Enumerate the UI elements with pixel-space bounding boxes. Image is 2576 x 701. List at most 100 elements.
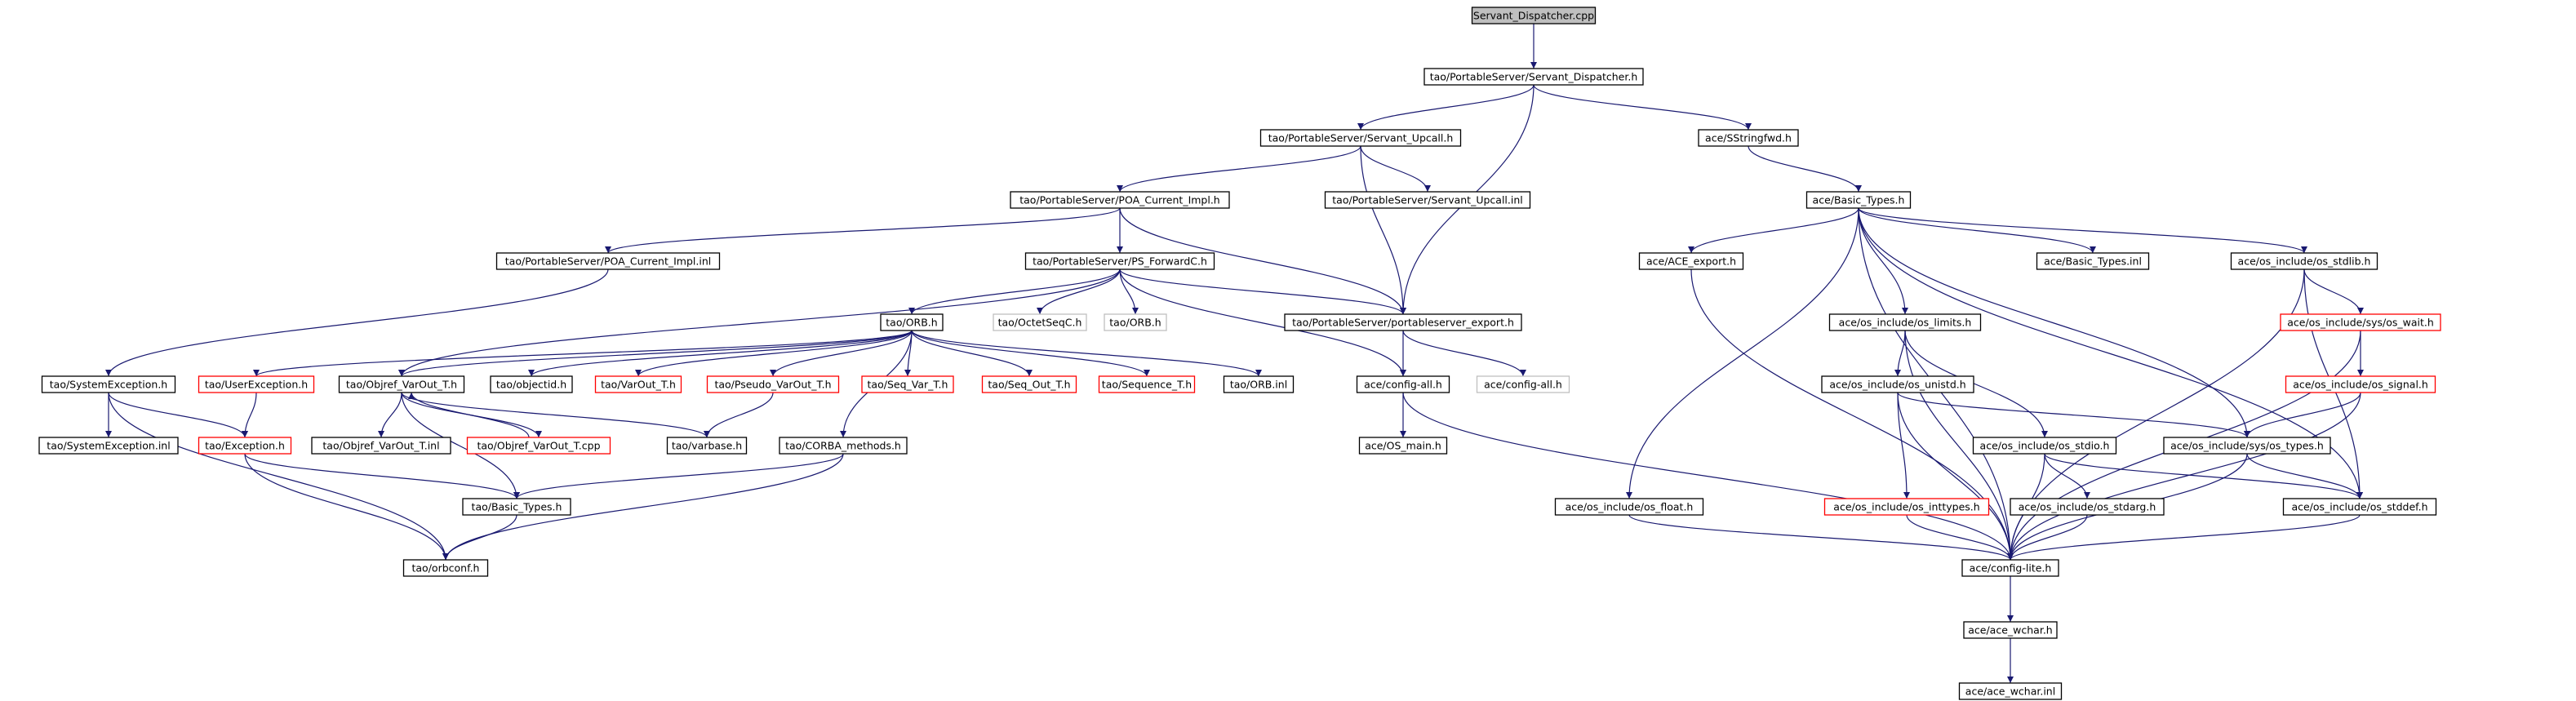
node-box[interactable] <box>1698 129 1799 147</box>
node-box[interactable] <box>1805 191 1912 209</box>
node-box[interactable] <box>311 437 451 455</box>
node-box[interactable] <box>490 375 573 393</box>
node-sysexc-inl[interactable]: tao/SystemException.inl <box>38 437 179 455</box>
node-box[interactable] <box>338 375 465 393</box>
node-box[interactable] <box>981 375 1077 393</box>
node-box[interactable] <box>1961 559 2059 577</box>
node-box[interactable] <box>1476 375 1570 393</box>
node-box[interactable] <box>1259 129 1462 147</box>
node-objectid[interactable]: tao/objectid.h <box>490 375 573 393</box>
node-box[interactable] <box>2282 498 2437 516</box>
node-box[interactable] <box>706 375 840 393</box>
node-configall2[interactable]: ace/config-all.h <box>1476 375 1570 393</box>
node-box[interactable] <box>466 437 611 455</box>
node-box[interactable] <box>1963 621 2058 639</box>
node-box[interactable] <box>462 498 571 516</box>
node-stdarg[interactable]: ace/os_include/os_stdarg.h <box>2010 498 2165 516</box>
node-sd-h[interactable]: tao/PortableServer/Servant_Dispatcher.h <box>1423 68 1644 86</box>
node-box[interactable] <box>41 375 176 393</box>
node-seqvar[interactable]: tao/Seq_Var_T.h <box>861 375 954 393</box>
node-stdlib[interactable]: ace/os_include/os_stdlib.h <box>2230 252 2378 270</box>
node-box[interactable] <box>1554 498 1704 516</box>
node-box[interactable] <box>1828 313 1982 331</box>
node-ssfwd[interactable]: ace/SStringfwd.h <box>1698 129 1799 147</box>
node-psfc-h[interactable]: tao/PortableServer/PS_ForwardC.h <box>1024 252 1215 270</box>
node-box[interactable] <box>861 375 954 393</box>
node-abt-inl[interactable]: ace/Basic_Types.inl <box>2036 252 2150 270</box>
node-orb-inl[interactable]: tao/ORB.inl <box>1223 375 1295 393</box>
node-box[interactable] <box>402 559 489 577</box>
node-orbconf[interactable]: tao/orbconf.h <box>402 559 489 577</box>
node-pci-inl[interactable]: tao/PortableServer/POA_Current_Impl.inl <box>495 252 721 270</box>
node-varbase[interactable]: tao/varbase.h <box>666 437 748 455</box>
node-box[interactable] <box>1223 375 1295 393</box>
node-sysexc-h[interactable]: tao/SystemException.h <box>41 375 176 393</box>
node-box[interactable] <box>779 437 908 455</box>
node-su-h[interactable]: tao/PortableServer/Servant_Upcall.h <box>1259 129 1462 147</box>
node-orb-h2[interactable]: tao/ORB.h <box>1104 313 1167 331</box>
node-box[interactable] <box>2010 498 2165 516</box>
node-box[interactable] <box>1098 375 1196 393</box>
node-stdio[interactable]: ace/os_include/os_stdio.h <box>1972 437 2117 455</box>
node-configlite[interactable]: ace/config-lite.h <box>1961 559 2059 577</box>
node-box[interactable] <box>198 437 292 455</box>
node-su-inl[interactable]: tao/PortableServer/Servant_Upcall.inl <box>1324 191 1531 209</box>
node-box[interactable] <box>1010 191 1230 209</box>
node-box[interactable] <box>2285 375 2436 393</box>
node-signal[interactable]: ace/os_include/os_signal.h <box>2285 375 2436 393</box>
node-exc-h[interactable]: tao/Exception.h <box>198 437 292 455</box>
node-limits[interactable]: ace/os_include/os_limits.h <box>1828 313 1982 331</box>
node-unistd[interactable]: ace/os_include/os_unistd.h <box>1821 375 1974 393</box>
node-systypes[interactable]: ace/os_include/sys/os_types.h <box>2163 437 2331 455</box>
node-psexp[interactable]: tao/PortableServer/portableserver_export… <box>1284 313 1522 331</box>
node-abt-h[interactable]: ace/Basic_Types.h <box>1805 191 1912 209</box>
node-pseudo[interactable]: tao/Pseudo_VarOut_T.h <box>706 375 840 393</box>
node-box[interactable] <box>1104 313 1167 331</box>
node-box[interactable] <box>1024 252 1215 270</box>
node-box[interactable] <box>1358 437 1448 455</box>
node-seq-t[interactable]: tao/Sequence_T.h <box>1098 375 1196 393</box>
node-box[interactable] <box>1423 68 1644 86</box>
node-aceexp[interactable]: ace/ACE_export.h <box>1638 252 1744 270</box>
node-box[interactable] <box>594 375 682 393</box>
node-box[interactable] <box>198 375 315 393</box>
node-box[interactable] <box>666 437 748 455</box>
node-box[interactable] <box>2163 437 2331 455</box>
node-box[interactable] <box>1823 498 1990 516</box>
node-box[interactable] <box>1356 375 1450 393</box>
node-box[interactable] <box>1972 437 2117 455</box>
node-taobt[interactable]: tao/Basic_Types.h <box>462 498 571 516</box>
node-box[interactable] <box>880 313 944 331</box>
node-inttypes[interactable]: ace/os_include/os_inttypes.h <box>1823 498 1990 516</box>
node-root[interactable]: Servant_Dispatcher.cpp <box>1471 7 1597 24</box>
node-wait[interactable]: ace/os_include/sys/os_wait.h <box>2280 313 2441 331</box>
node-ovo-h[interactable]: tao/Objref_VarOut_T.h <box>338 375 465 393</box>
node-box[interactable] <box>495 252 721 270</box>
node-octet[interactable]: tao/OctetSeqC.h <box>993 313 1087 331</box>
node-box[interactable] <box>1324 191 1531 209</box>
node-box[interactable] <box>1821 375 1974 393</box>
node-userexc[interactable]: tao/UserException.h <box>198 375 315 393</box>
node-wchar-h[interactable]: ace/ace_wchar.h <box>1963 621 2058 639</box>
node-box[interactable] <box>1958 682 2063 700</box>
node-box[interactable] <box>1284 313 1522 331</box>
node-box[interactable] <box>38 437 179 455</box>
node-seqout[interactable]: tao/Seq_Out_T.h <box>981 375 1077 393</box>
node-box[interactable] <box>1471 7 1597 24</box>
node-wchar-inl[interactable]: ace/ace_wchar.inl <box>1958 682 2063 700</box>
node-stddef[interactable]: ace/os_include/os_stddef.h <box>2282 498 2437 516</box>
node-varout[interactable]: tao/VarOut_T.h <box>594 375 682 393</box>
node-box[interactable] <box>2036 252 2150 270</box>
node-pci-h[interactable]: tao/PortableServer/POA_Current_Impl.h <box>1010 191 1230 209</box>
node-box[interactable] <box>2280 313 2441 331</box>
node-box[interactable] <box>993 313 1087 331</box>
node-osmain[interactable]: ace/OS_main.h <box>1358 437 1448 455</box>
node-box[interactable] <box>1638 252 1744 270</box>
node-ovo-inl[interactable]: tao/Objref_VarOut_T.inl <box>311 437 451 455</box>
node-box[interactable] <box>2230 252 2378 270</box>
node-float[interactable]: ace/os_include/os_float.h <box>1554 498 1704 516</box>
node-configall[interactable]: ace/config-all.h <box>1356 375 1450 393</box>
node-orb-h[interactable]: tao/ORB.h <box>880 313 944 331</box>
node-corba[interactable]: tao/CORBA_methods.h <box>779 437 908 455</box>
node-ovo-cpp[interactable]: tao/Objref_VarOut_T.cpp <box>466 437 611 455</box>
